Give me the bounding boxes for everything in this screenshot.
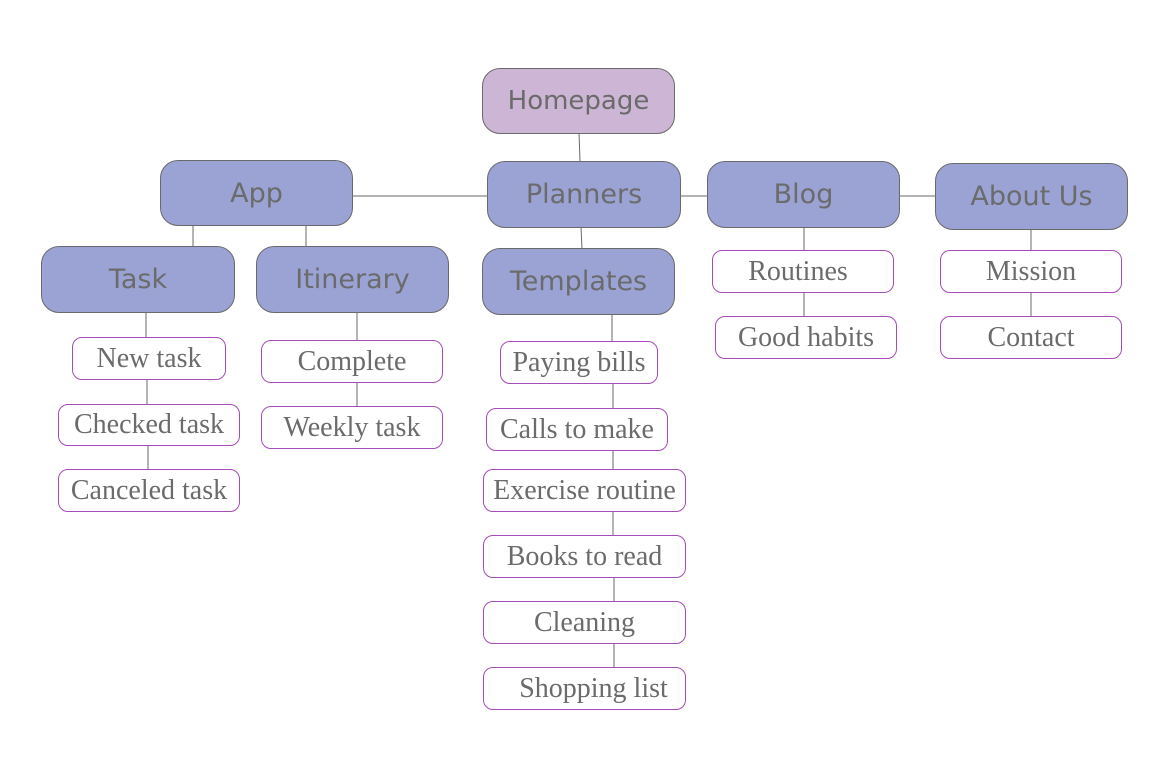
task-node[interactable]: Task [41,246,235,313]
shopping-list-node[interactable]: Shopping list [483,667,686,710]
canceled-task-node[interactable]: Canceled task [58,469,240,512]
connector-planners-templates [580,226,583,250]
checked-task-node[interactable]: Checked task [58,404,240,446]
calls-to-make-node[interactable]: Calls to make [486,408,668,451]
homepage-node[interactable]: Homepage [482,68,675,134]
routines-node[interactable]: Routines [712,250,894,293]
blog-node[interactable]: Blog [707,161,900,228]
contact-node[interactable]: Contact [940,316,1122,359]
about-us-node[interactable]: About Us [935,163,1128,230]
books-to-read-node[interactable]: Books to read [483,535,686,578]
planners-node[interactable]: Planners [487,161,681,228]
good-habits-node[interactable]: Good habits [715,316,897,359]
new-task-node[interactable]: New task [72,337,226,380]
weekly-task-node[interactable]: Weekly task [261,406,443,449]
paying-bills-node[interactable]: Paying bills [500,341,658,384]
itinerary-node[interactable]: Itinerary [256,246,449,313]
mission-node[interactable]: Mission [940,250,1122,293]
cleaning-node[interactable]: Cleaning [483,601,686,644]
app-node[interactable]: App [160,160,353,226]
complete-node[interactable]: Complete [261,340,443,383]
exercise-routine-node[interactable]: Exercise routine [483,469,686,512]
connector-homepage-planners [578,132,581,162]
templates-node[interactable]: Templates [482,248,675,315]
